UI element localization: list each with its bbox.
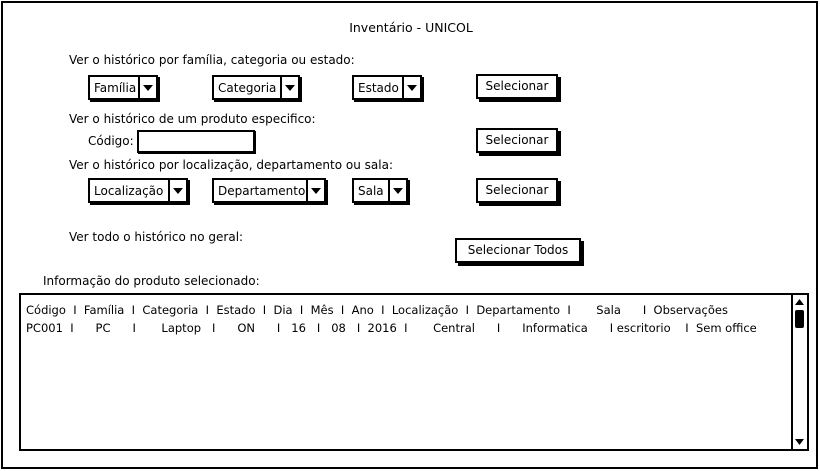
codigo-input[interactable] — [137, 130, 255, 153]
estado-value: Estado — [358, 80, 399, 95]
chevron-down-icon[interactable] — [138, 77, 156, 98]
scroll-up-icon[interactable] — [794, 297, 805, 307]
familia-value: Família — [94, 80, 137, 95]
info-label: Informação do produto selecionado: — [43, 274, 260, 288]
section3-label: Ver o histórico por localização, departa… — [69, 158, 393, 172]
table-row: PC001 I PC I Laptop I ON I 16 I 08 I 201… — [26, 321, 757, 335]
estado-dropdown[interactable]: Estado — [352, 75, 422, 100]
select-localizacao-button[interactable]: Selecionar — [476, 178, 558, 203]
section4-label: Ver todo o histórico no geral: — [69, 230, 244, 244]
sala-value: Sala — [358, 183, 384, 198]
vertical-scrollbar[interactable] — [791, 295, 807, 449]
localizacao-dropdown[interactable]: Localização — [88, 178, 188, 203]
chevron-down-icon[interactable] — [306, 180, 324, 201]
table-header-line: Código I Família I Categoria I Estado I … — [26, 303, 728, 317]
product-info-textarea[interactable]: Código I Família I Categoria I Estado I … — [19, 293, 809, 451]
chevron-down-icon[interactable] — [402, 77, 420, 98]
sala-dropdown[interactable]: Sala — [352, 178, 408, 203]
select-codigo-button[interactable]: Selecionar — [476, 128, 558, 153]
chevron-down-icon[interactable] — [388, 180, 406, 201]
departamento-value: Departamento — [218, 183, 306, 198]
select-all-button[interactable]: Selecionar Todos — [455, 238, 581, 263]
chevron-down-icon[interactable] — [168, 180, 186, 201]
departamento-dropdown[interactable]: Departamento — [212, 178, 326, 203]
section1-label: Ver o histórico por família, categoria o… — [69, 53, 355, 67]
codigo-label: Código: — [88, 134, 134, 148]
familia-dropdown[interactable]: Família — [88, 75, 158, 100]
chevron-down-icon[interactable] — [280, 77, 298, 98]
categoria-dropdown[interactable]: Categoria — [212, 75, 300, 100]
section2-label: Ver o histórico de um produto especifico… — [69, 112, 316, 126]
scroll-down-icon[interactable] — [794, 437, 805, 447]
select-familia-categoria-estado-button[interactable]: Selecionar — [476, 74, 558, 99]
categoria-value: Categoria — [218, 80, 277, 95]
localizacao-value: Localização — [94, 183, 164, 198]
window-title: Inventário - UNICOL — [349, 20, 473, 35]
scroll-thumb[interactable] — [795, 310, 804, 328]
